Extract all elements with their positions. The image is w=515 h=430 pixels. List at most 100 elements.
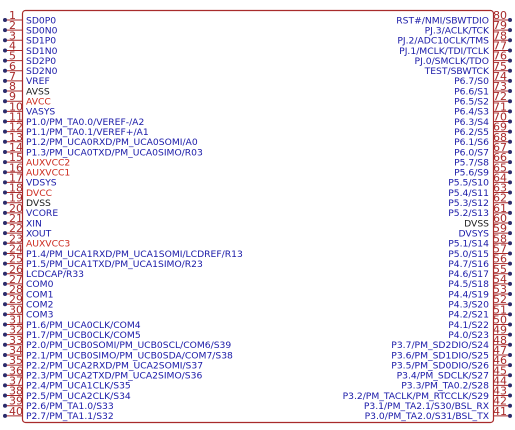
pin-connection-dot bbox=[3, 383, 7, 388]
ic-body-outline bbox=[21, 9, 495, 424]
pin-name: SD0N0 bbox=[26, 25, 58, 36]
pin-name: P4.3/S20 bbox=[448, 300, 489, 311]
pin-name: P4.6/S17 bbox=[448, 269, 489, 280]
pin-connection-dot bbox=[508, 149, 512, 154]
pin-number: 72 bbox=[493, 90, 507, 103]
pin-name: P3.3/PM_TA0.2/S28 bbox=[401, 381, 489, 392]
pin-number: 57 bbox=[493, 242, 507, 255]
pin-connection-dot bbox=[3, 241, 7, 246]
pin-number: 77 bbox=[493, 39, 507, 52]
pin-name: P6.5/S2 bbox=[454, 97, 489, 108]
pin-name: P3.4/PM_SDCLK/S27 bbox=[397, 371, 490, 382]
pin-number: 7 bbox=[9, 70, 16, 83]
pin-name: PJ.1/MCLK/TDI/TCLK bbox=[399, 46, 490, 57]
pin-connection-dot bbox=[508, 312, 512, 317]
pin-connection-dot bbox=[508, 261, 512, 266]
pin-connection-dot bbox=[508, 403, 512, 408]
pin-name: SD0P0 bbox=[26, 15, 56, 26]
pin-number: 22 bbox=[9, 222, 23, 235]
pin-number: 75 bbox=[493, 60, 507, 73]
pin-connection-dot bbox=[3, 271, 7, 276]
pin-name: P3.0/PM_TA2.0/S31/BSL_TX bbox=[365, 411, 489, 422]
pin-number: 71 bbox=[493, 100, 507, 113]
pin-connection-dot bbox=[508, 160, 512, 165]
pin-name: LCDCAP/R33 bbox=[26, 269, 84, 280]
pin-name: P5.4/S11 bbox=[448, 188, 489, 199]
pin-connection-dot bbox=[508, 221, 512, 225]
pin-connection-dot bbox=[508, 271, 512, 276]
pin-name: P4.1/S22 bbox=[448, 320, 489, 331]
pin-number: 39 bbox=[9, 395, 23, 408]
pin-name: DVCC bbox=[26, 188, 52, 199]
pin-number: 50 bbox=[493, 314, 507, 327]
pin-name: P5.3/S12 bbox=[448, 198, 489, 209]
pin-number: 3 bbox=[9, 29, 16, 42]
pin-connection-dot bbox=[3, 149, 7, 154]
pin-connection-dot bbox=[3, 109, 7, 114]
pin-connection-dot bbox=[3, 352, 7, 357]
pin-number: 48 bbox=[493, 334, 507, 347]
pin-connection-dot bbox=[508, 139, 512, 144]
pin-connection-dot bbox=[3, 160, 7, 165]
pin-number: 40 bbox=[9, 405, 23, 418]
pin-number: 44 bbox=[493, 374, 507, 387]
pin-name: RST#/NMI/SBWTDIO bbox=[396, 15, 489, 26]
pin-name: AUXVCC1 bbox=[26, 168, 70, 179]
pin-number: 1 bbox=[9, 9, 16, 22]
pin-name: P3.7/PM_SD2DIO/S24 bbox=[391, 340, 489, 351]
pin-number: 66 bbox=[493, 151, 507, 164]
pin-connection-dot bbox=[3, 231, 7, 236]
pin-number: 70 bbox=[493, 111, 507, 124]
pin-number: 26 bbox=[9, 263, 23, 276]
pin-connection-dot bbox=[3, 302, 7, 307]
pin-connection-dot bbox=[3, 119, 7, 124]
pin-number: 65 bbox=[493, 161, 507, 174]
pin-name: P2.5/PM_UCA2CLK/S34 bbox=[26, 391, 131, 402]
pin-name: P2.1/PM_UCB0SIMO/PM_UCB0SDA/COM7/S38 bbox=[26, 350, 233, 361]
pin-number: 25 bbox=[9, 253, 23, 266]
pin-name: P2.7/PM_TA1.1/S32 bbox=[26, 411, 114, 422]
pin-connection-dot bbox=[3, 332, 7, 337]
pin-name: VASYS bbox=[26, 107, 55, 118]
pin-name: P1.5/PM_UCA1TXD/PM_UCA1SIMO/R23 bbox=[26, 259, 203, 270]
pin-connection-dot bbox=[508, 332, 512, 337]
pin-connection-dot bbox=[508, 170, 512, 175]
pin-name: PJ.3/ACLK/TCK bbox=[425, 25, 490, 36]
pin-name: AVSS bbox=[26, 86, 50, 97]
pin-number: 10 bbox=[9, 100, 23, 113]
pin-name: P1.6/PM_UCA0CLK/COM4 bbox=[26, 320, 141, 331]
pin-connection-dot bbox=[508, 58, 512, 63]
pin-number: 17 bbox=[9, 171, 23, 184]
pin-number: 54 bbox=[493, 273, 507, 286]
pin-number: 28 bbox=[9, 283, 23, 296]
pin-connection-dot bbox=[508, 231, 512, 236]
pin-name: P3.1/PM_TA2.1/S30/BSL_RX bbox=[364, 401, 489, 412]
pin-1: 1 SD0P0 bbox=[3, 9, 56, 26]
pin-name: P1.3/PM_UCA0TXD/PM_UCA0SIMO/R03 bbox=[26, 147, 203, 158]
pin-name: SD2P0 bbox=[26, 56, 56, 67]
pin-number: 20 bbox=[9, 202, 23, 215]
pin-name: P4.4/S19 bbox=[448, 289, 489, 300]
pin-number: 23 bbox=[9, 232, 23, 245]
pin-number: 15 bbox=[9, 151, 23, 164]
